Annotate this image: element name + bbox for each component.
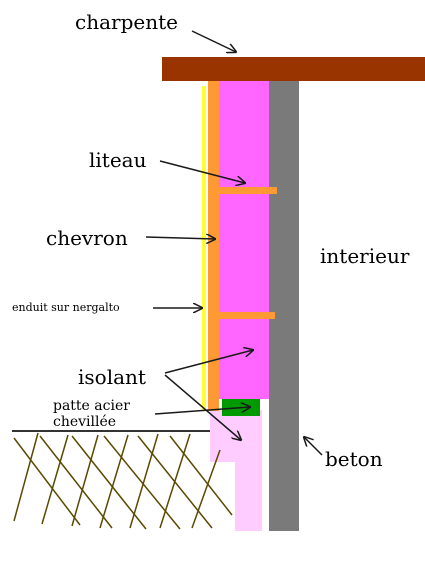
label-beton: beton [325, 447, 383, 471]
arrow-patte [154, 407, 250, 415]
charpente-beam [162, 57, 425, 81]
label-liteau: liteau [89, 148, 147, 172]
isolant-lower [210, 410, 262, 531]
liteau-bar-upper [219, 187, 277, 194]
label-patte-line1: patte acier [53, 398, 130, 414]
arrow-beton [304, 437, 323, 456]
isolant-upper [219, 81, 269, 399]
label-enduit: enduit sur nergalto [12, 301, 120, 314]
label-charpente: charpente [75, 10, 178, 34]
enduit-layer [202, 86, 206, 410]
chevron-post [208, 81, 219, 411]
ground [12, 430, 233, 530]
label-interieur: interieur [320, 244, 410, 268]
leader-arrows [145, 30, 323, 456]
label-isolant: isolant [78, 365, 146, 389]
arrow-isolant-lower [164, 374, 241, 440]
beton-wall [269, 81, 299, 531]
label-patte-line2: chevillée [53, 414, 116, 430]
arrow-liteau [159, 160, 245, 183]
arrow-isolant-upper [164, 350, 253, 374]
arrow-charpente [191, 30, 236, 52]
arrow-chevron [145, 237, 215, 239]
label-chevron: chevron [46, 226, 128, 250]
liteau-bar-lower [219, 312, 275, 319]
